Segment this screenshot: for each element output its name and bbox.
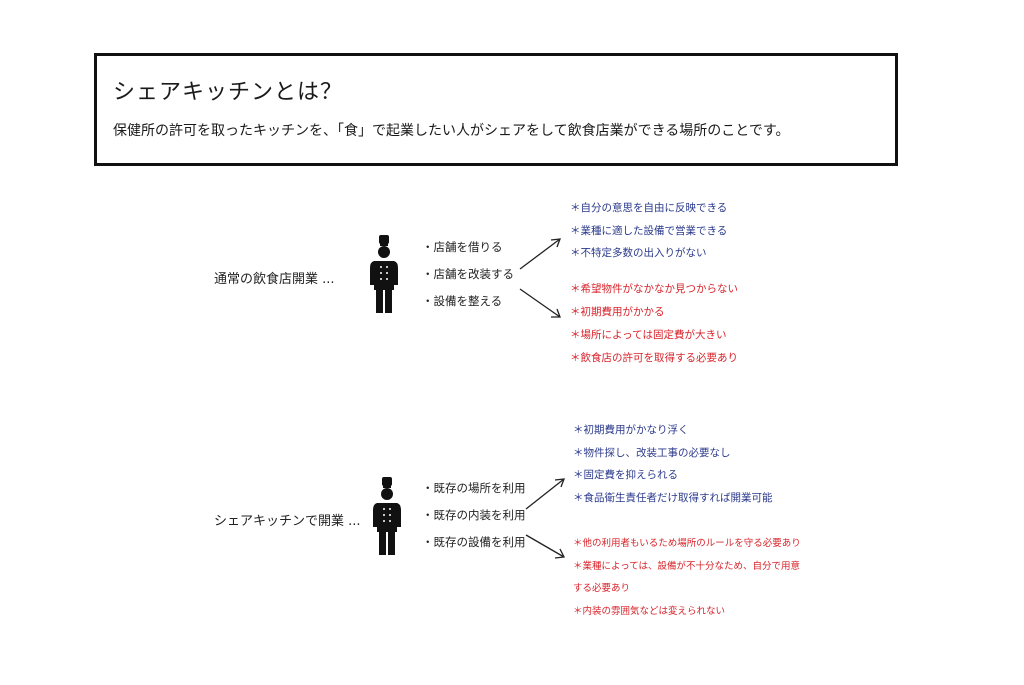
section-label: 通常の飲食店開業 ... xyxy=(214,272,335,287)
demerit-list: ＊他の利用者もいるため場所のルールを守る必要あり ＊業種によっては、設備が不十分… xyxy=(573,533,801,623)
demerit-item: ＊内装の雰囲気などは変えられない xyxy=(573,605,726,617)
intro-box: シェアキッチンとは？ 保健所の許可を取ったキッチンを、「食」で起業したい人がシェ… xyxy=(94,53,898,166)
merit-item: ＊初期費用がかなり浮く xyxy=(573,424,689,436)
section-normal-restaurant: 通常の飲食店開業 ... ・店舗を借りる ・店舗を改装する xyxy=(0,195,1024,380)
step-item: ・店舗を借りる xyxy=(422,240,503,254)
demerit-item: ＊飲食店の許可を取得する必要あり xyxy=(570,352,738,364)
intro-description: 保健所の許可を取ったキッチンを、「食」で起業したい人がシェアをして飲食店業ができ… xyxy=(113,123,790,139)
demerit-list: ＊希望物件がなかなか見つからない ＊初期費用がかかる ＊場所によっては固定費が大… xyxy=(570,278,738,370)
demerit-item: ＊業種によっては、設備が不十分なため、自分で用意 xyxy=(573,560,801,572)
demerit-item: ＊場所によっては固定費が大きい xyxy=(570,329,727,341)
merit-item: ＊不特定多数の出入りがない xyxy=(570,247,707,259)
demerit-item: ＊希望物件がなかなか見つからない xyxy=(570,283,738,295)
merit-list: ＊自分の意思を自由に反映できる ＊業種に適した設備で営業できる ＊不特定多数の出… xyxy=(570,197,727,265)
section-share-kitchen: シェアキッチンで開業 ... ・既存の場所を利用 ・既存の内装を利用 xyxy=(0,415,1024,630)
chef-icon xyxy=(370,235,398,313)
steps-list: ・店舗を借りる ・店舗を改装する ・設備を整える xyxy=(422,234,514,315)
step-item: ・既存の場所を利用 xyxy=(422,481,526,495)
steps-list: ・既存の場所を利用 ・既存の内装を利用 ・既存の設備を利用 xyxy=(422,475,526,556)
merit-item: ＊固定費を抑えられる xyxy=(573,469,678,481)
step-item: ・既存の内装を利用 xyxy=(422,508,526,522)
demerit-item: ＊初期費用がかかる xyxy=(570,306,665,318)
arrow-icon xyxy=(519,238,561,318)
step-item: ・設備を整える xyxy=(422,294,503,308)
merit-item: ＊物件探し、改装工事の必要なし xyxy=(573,446,731,459)
intro-title: シェアキッチンとは？ xyxy=(113,80,344,105)
section-label: シェアキッチンで開業 ... xyxy=(214,514,361,529)
demerit-item: ＊他の利用者もいるため場所のルールを守る必要あり xyxy=(573,538,801,549)
chef-icon xyxy=(373,477,401,555)
demerit-item: する必要あり xyxy=(573,583,631,594)
arrow-icon xyxy=(525,478,565,559)
merit-item: ＊自分の意思を自由に反映できる xyxy=(570,202,728,214)
merit-list: ＊初期費用がかなり浮く ＊物件探し、改装工事の必要なし ＊固定費を抑えられる ＊… xyxy=(573,419,773,509)
step-item: ・店舗を改装する xyxy=(422,267,514,281)
step-item: ・既存の設備を利用 xyxy=(422,535,526,549)
merit-item: ＊業種に適した設備で営業できる xyxy=(570,224,728,237)
merit-item: ＊食品衛生責任者だけ取得すれば開業可能 xyxy=(573,491,773,504)
